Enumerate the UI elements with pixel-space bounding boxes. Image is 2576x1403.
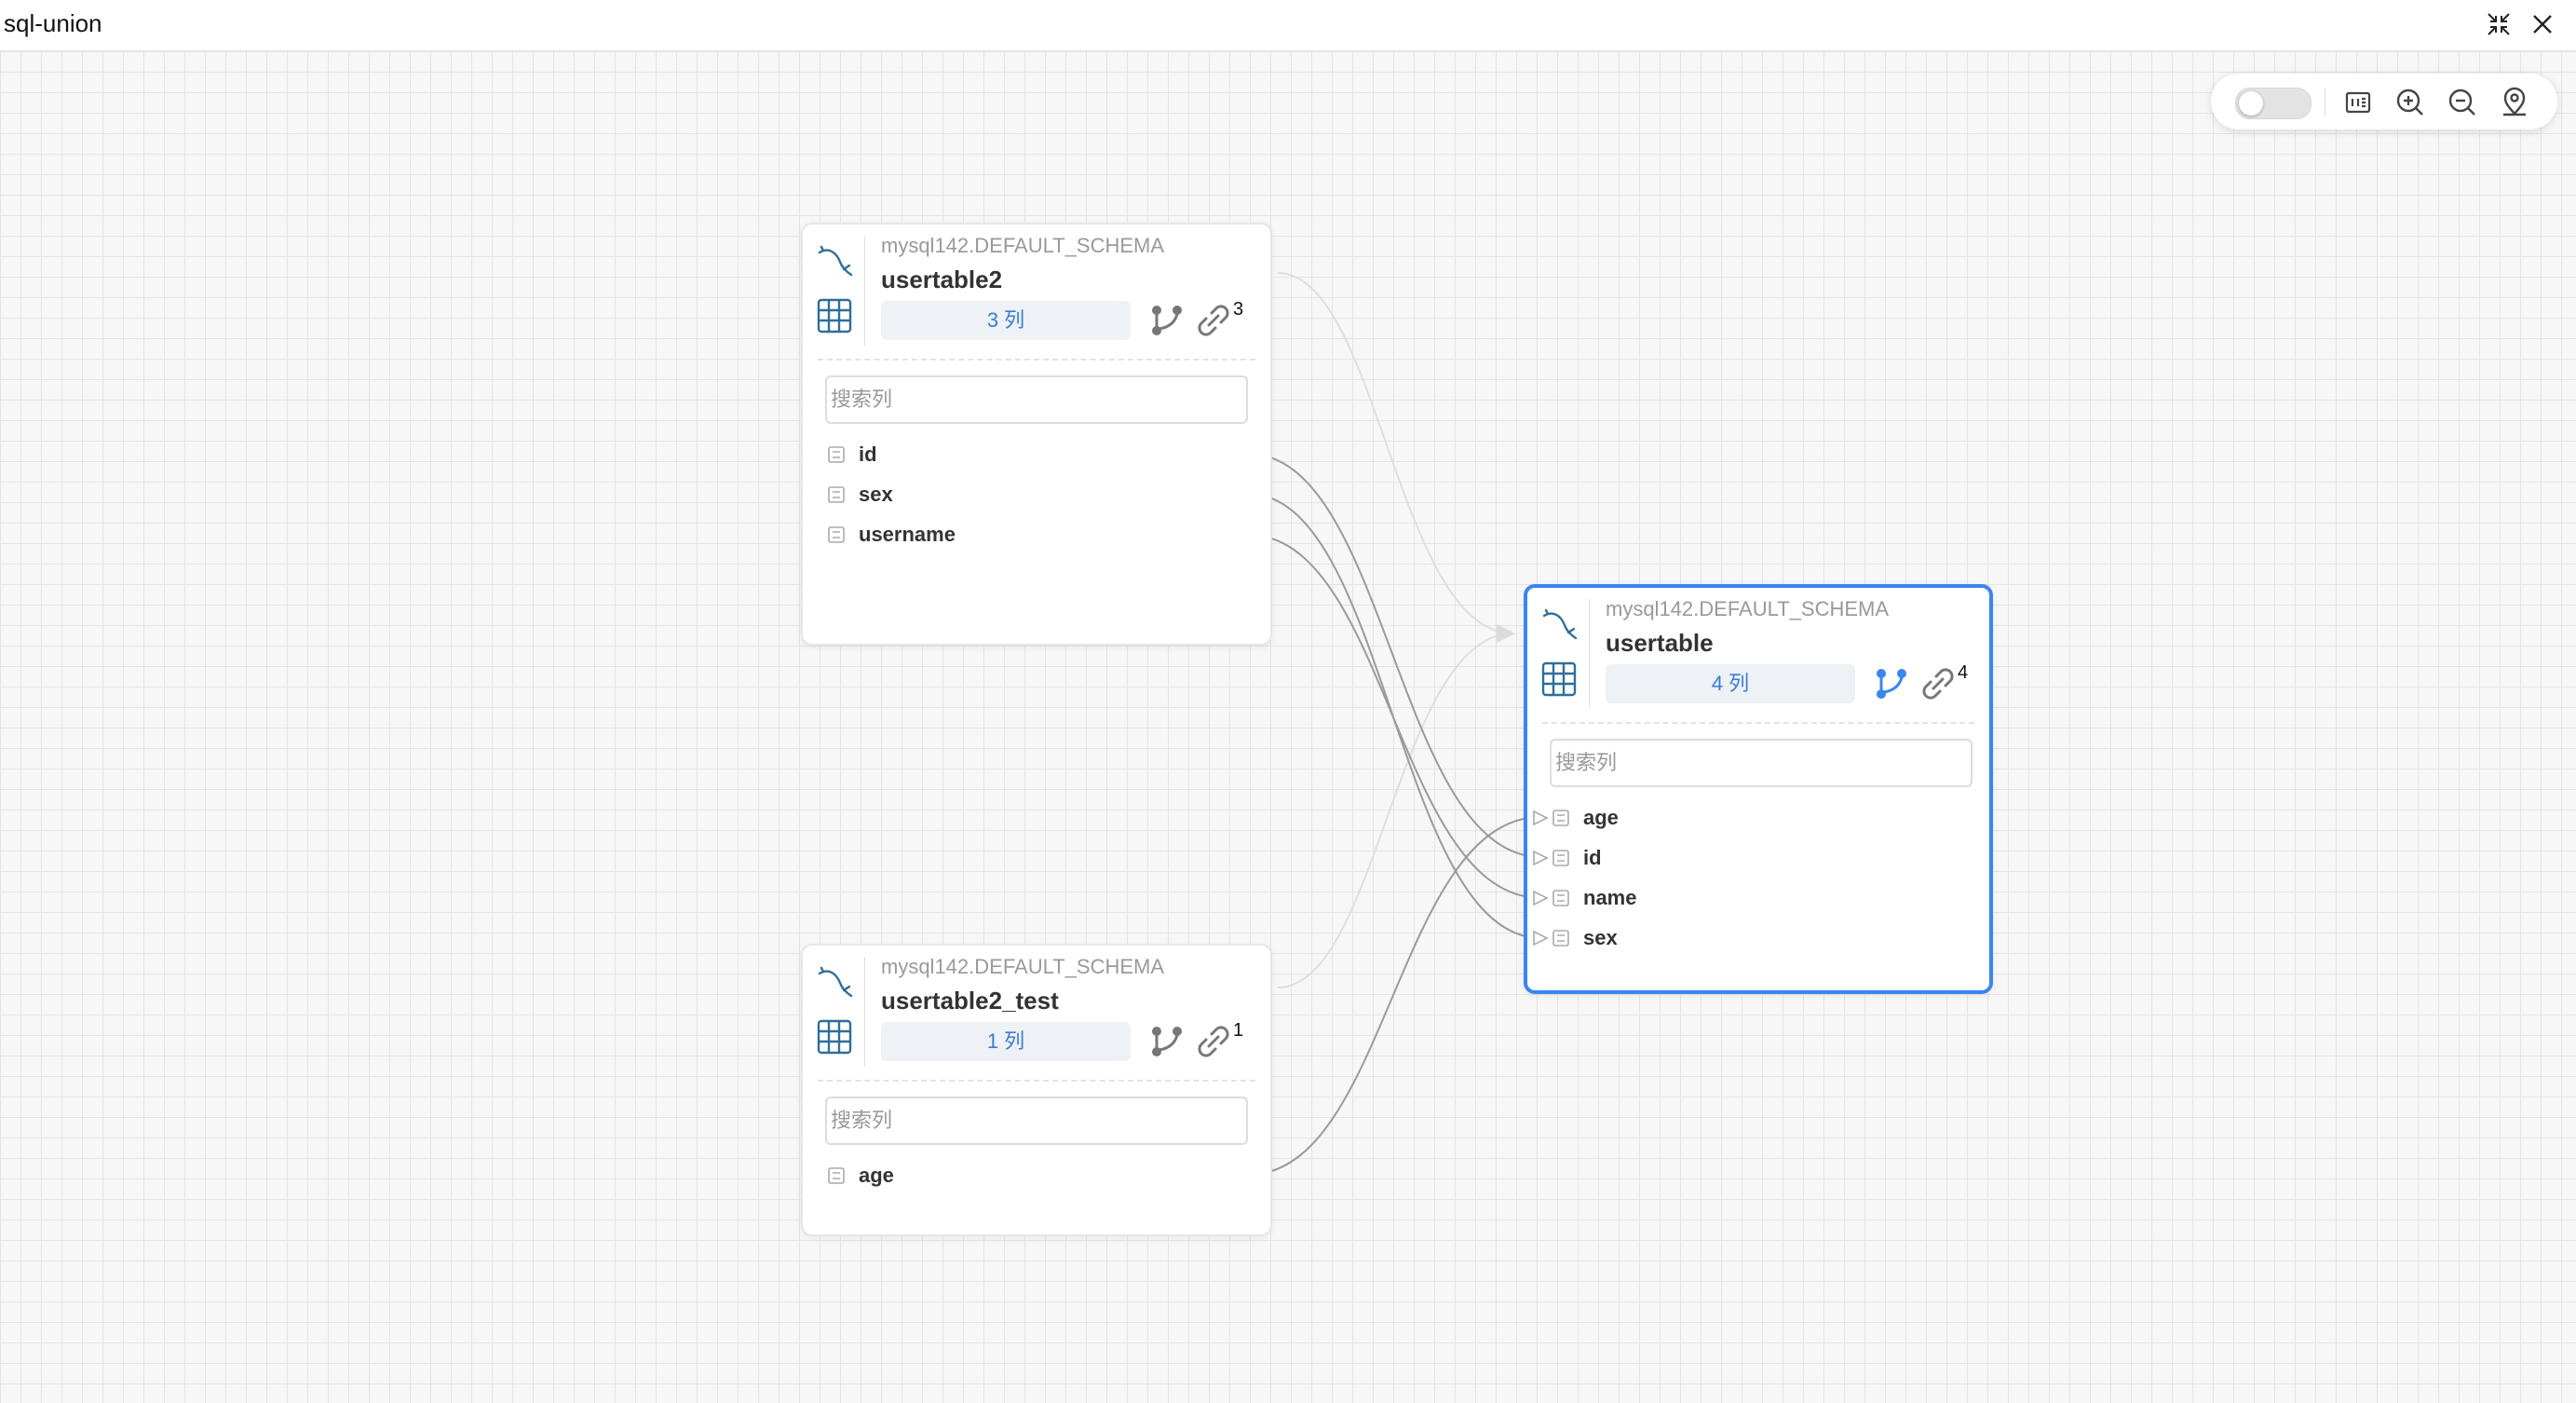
field-icon <box>1552 929 1570 947</box>
table-name: usertable <box>1606 629 1714 657</box>
lineage-icon[interactable] <box>1874 666 1909 702</box>
header-divider <box>1589 599 1590 709</box>
zoom-toolbar <box>2211 74 2557 129</box>
dashed-divider <box>1542 722 1974 724</box>
table-name: usertable2_test <box>881 987 1059 1015</box>
collapse-icon[interactable] <box>2483 8 2515 40</box>
field-edge <box>1247 453 1542 858</box>
table-name: usertable2 <box>881 266 1003 293</box>
schema-name: mysql142.DEFAULT_SCHEMA <box>881 234 1165 257</box>
header-divider <box>864 957 865 1067</box>
schema-name: mysql142.DEFAULT_SCHEMA <box>1606 597 1890 620</box>
field-icon <box>827 1166 846 1185</box>
table-node-usertable2_test[interactable]: mysql142.DEFAULT_SCHEMA usertable2_test … <box>801 944 1272 1236</box>
field-name: age <box>859 1164 894 1187</box>
mysql-icon <box>816 962 855 1001</box>
field-edge <box>1247 816 1542 1176</box>
locate-icon[interactable] <box>2498 86 2531 119</box>
table-node-usertable[interactable]: mysql142.DEFAULT_SCHEMA usertable 4 列 4 … <box>1524 584 1993 994</box>
field-name: username <box>859 523 956 546</box>
relation-count: 4 <box>1958 662 1969 683</box>
search-column-input[interactable] <box>1550 739 1973 787</box>
title-bar: sql-union <box>0 0 2576 51</box>
lineage-icon[interactable] <box>1149 303 1185 338</box>
schema-name: mysql142.DEFAULT_SCHEMA <box>881 955 1165 978</box>
incoming-arrow-icon <box>1531 929 1550 947</box>
dashed-divider <box>818 1080 1255 1082</box>
mysql-icon <box>816 241 855 280</box>
field-icon <box>827 525 846 544</box>
layout-toggle[interactable] <box>2235 88 2312 119</box>
relation-icon[interactable] <box>1196 1024 1231 1059</box>
table-edge <box>1277 272 1515 643</box>
column-count-button[interactable]: 3 列 <box>881 301 1131 340</box>
table-icon <box>1540 661 1578 698</box>
window-title: sql-union <box>4 9 102 37</box>
field-name: id <box>1583 846 1602 869</box>
search-column-input[interactable] <box>825 1097 1248 1145</box>
relation-icon[interactable] <box>1196 303 1231 338</box>
field-name: age <box>1583 806 1619 829</box>
mysql-icon <box>1540 605 1579 644</box>
field-icon <box>1552 809 1570 827</box>
relation-count: 3 <box>1233 299 1244 320</box>
table-edge <box>1277 624 1515 988</box>
zoom-out-icon[interactable] <box>2446 86 2479 119</box>
field-icon <box>1552 849 1570 867</box>
field-name: sex <box>1583 926 1618 949</box>
diagram-canvas[interactable]: mysql142.DEFAULT_SCHEMA usertable2 3 列 3… <box>0 51 2576 1403</box>
header-divider <box>864 236 865 346</box>
field-name: id <box>859 443 877 466</box>
toggle-knob <box>2239 91 2263 116</box>
table-node-usertable2[interactable]: mysql142.DEFAULT_SCHEMA usertable2 3 列 3… <box>801 223 1272 646</box>
table-icon <box>816 297 853 334</box>
relation-icon[interactable] <box>1920 666 1956 702</box>
incoming-arrow-icon <box>1531 849 1550 867</box>
field-icon <box>827 445 846 464</box>
column-count-button[interactable]: 1 列 <box>881 1022 1131 1061</box>
field-name: sex <box>859 483 893 506</box>
zoom-in-icon[interactable] <box>2393 86 2427 119</box>
relation-count: 1 <box>1233 1020 1244 1041</box>
column-count-button[interactable]: 4 列 <box>1606 664 1855 703</box>
lineage-edges <box>1247 272 1542 1176</box>
lineage-icon[interactable] <box>1149 1024 1185 1059</box>
field-edge <box>1247 493 1542 939</box>
dashed-divider <box>818 359 1255 361</box>
minimap-icon[interactable] <box>2341 86 2375 119</box>
table-icon <box>816 1018 853 1056</box>
field-icon <box>827 485 846 504</box>
search-column-input[interactable] <box>825 375 1248 424</box>
field-name: name <box>1583 886 1637 909</box>
close-icon[interactable] <box>2527 8 2558 40</box>
field-icon <box>1552 889 1570 907</box>
incoming-arrow-icon <box>1531 809 1550 827</box>
field-edge <box>1247 534 1542 899</box>
incoming-arrow-icon <box>1531 889 1550 907</box>
